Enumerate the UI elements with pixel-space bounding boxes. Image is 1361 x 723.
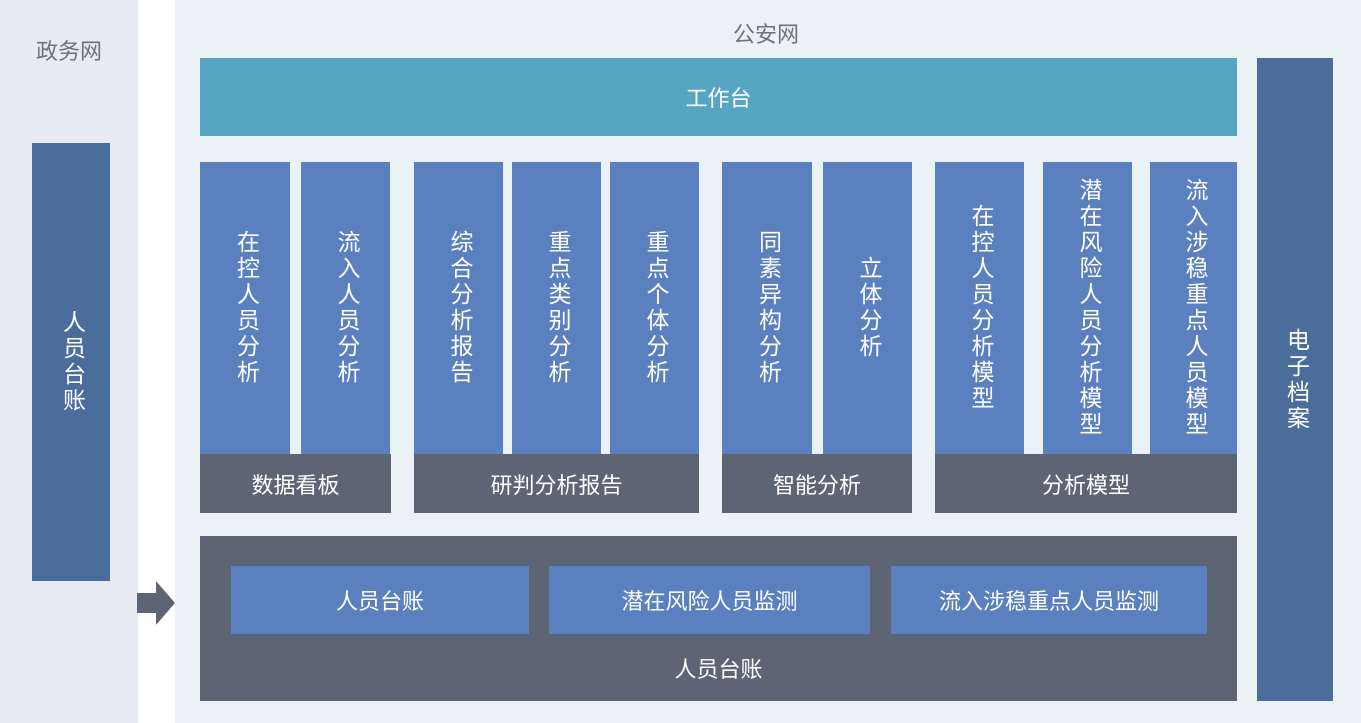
workbench-bar[interactable]: 工作台 bbox=[200, 58, 1237, 136]
module-1-1[interactable]: 重点类别分析 bbox=[512, 162, 601, 454]
module-3-0[interactable]: 在控人员分析模型 bbox=[935, 162, 1024, 454]
group-label-2: 智能分析 bbox=[722, 454, 912, 513]
module-1-0[interactable]: 综合分析报告 bbox=[414, 162, 503, 454]
module-0-1[interactable]: 流入人员分析 bbox=[301, 162, 390, 454]
workbench-label: 工作台 bbox=[685, 87, 752, 112]
group-label-0: 数据看板 bbox=[200, 454, 391, 513]
module-2-0[interactable]: 同素异构分析 bbox=[722, 162, 812, 454]
module-1-2[interactable]: 重点个体分析 bbox=[610, 162, 699, 454]
ledger-item-0[interactable]: 人员台账 bbox=[231, 566, 529, 634]
ledger-item-2[interactable]: 流入涉稳重点人员监测 bbox=[891, 566, 1207, 634]
gov-ledger-label: 人员台账 bbox=[58, 310, 85, 414]
gov-ledger-box: 人员台账 bbox=[32, 143, 110, 581]
group-label-3: 分析模型 bbox=[935, 454, 1237, 513]
ledger-item-1[interactable]: 潜在风险人员监测 bbox=[549, 566, 870, 634]
police-network-title: 公安网 bbox=[732, 23, 799, 48]
module-3-1[interactable]: 潜在风险人员分析模型 bbox=[1043, 162, 1132, 454]
archive-label: 电子档案 bbox=[1282, 327, 1309, 432]
module-2-1[interactable]: 立体分析 bbox=[823, 162, 912, 454]
group-label-1: 研判分析报告 bbox=[414, 454, 699, 513]
arrow-right-icon bbox=[137, 581, 175, 625]
archive-box[interactable]: 电子档案 bbox=[1257, 58, 1333, 701]
gov-network-title: 政务网 bbox=[35, 40, 102, 65]
ledger-panel-label: 人员台账 bbox=[674, 658, 763, 683]
module-0-0[interactable]: 在控人员分析 bbox=[200, 162, 290, 454]
module-3-2[interactable]: 流入涉稳重点人员模型 bbox=[1150, 162, 1237, 454]
